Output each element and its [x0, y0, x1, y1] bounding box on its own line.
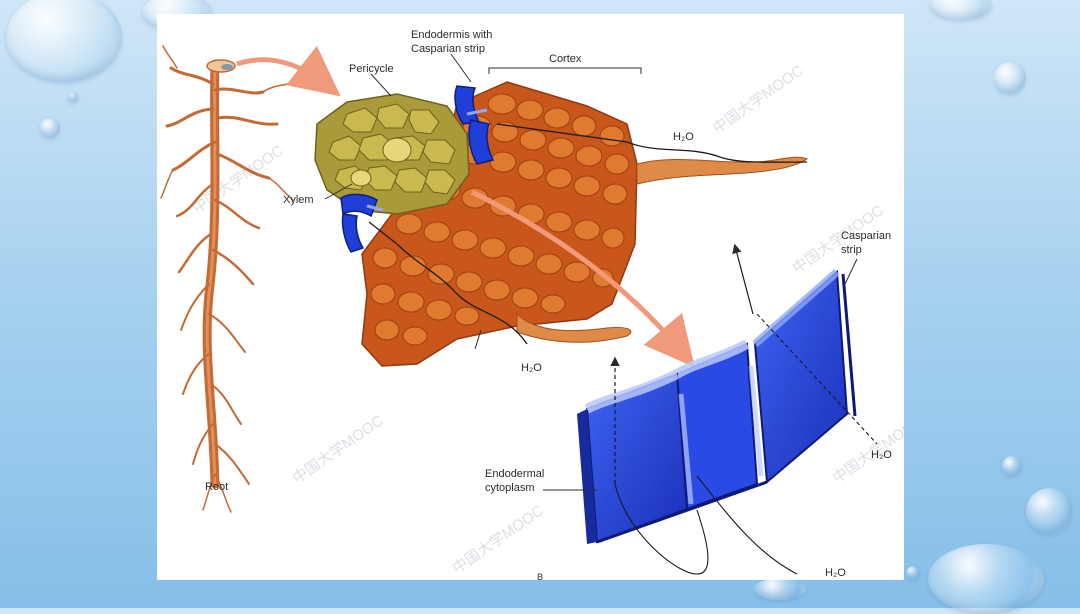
water-drop-icon: [754, 578, 806, 600]
water-drop-icon: [68, 92, 78, 102]
zoom-arrow: [236, 45, 341, 97]
panel-letter: B: [537, 572, 543, 580]
cortex-tissue: [361, 81, 808, 367]
watermark-text: 中国大学MOOC: [450, 502, 547, 577]
endodermis-label-line1: Endodermis with: [411, 29, 492, 41]
root-illustration: [160, 45, 296, 513]
endodermis-cells: [340, 85, 495, 253]
water-drop-icon: [906, 566, 920, 580]
watermark-text: 中国大学MOOC: [710, 62, 807, 137]
watermark-text: 中国大学MOOC: [290, 412, 387, 487]
water-path-right: [756, 313, 878, 445]
water-label-bottom: H₂O: [825, 567, 846, 579]
casparian-strip-label-line1: Casparian: [841, 230, 891, 242]
water-label-right: H₂O: [871, 449, 892, 461]
water-path-lower: [696, 475, 798, 575]
water-path-loop: [614, 483, 709, 575]
water-drop-icon: [6, 0, 122, 82]
water-drop-icon: [994, 62, 1026, 94]
endodermal-cells-3d: [577, 268, 857, 544]
stele-tissue: [314, 93, 470, 215]
arrow-up-right: [732, 243, 754, 315]
root-label: Root: [205, 481, 228, 493]
cytoplasm-label-line1: Endodermal: [485, 468, 544, 480]
endodermis-label-line2: Casparian strip: [411, 43, 485, 55]
water-label-mid: H₂O: [521, 362, 542, 374]
detail-zoom-arrow: [470, 189, 695, 368]
water-label-top: H₂O: [673, 131, 694, 143]
water-drop-icon: [1026, 488, 1072, 534]
water-path-top: [496, 123, 808, 163]
cytoplasm-label-line2: cytoplasm: [485, 482, 535, 494]
water-drop-icon: [930, 0, 992, 20]
water-path-bottom: [368, 221, 528, 345]
cortex-label: Cortex: [549, 53, 582, 65]
watermark-text: 中国大学MOOC: [830, 412, 904, 487]
root-water-pathway-diagram: 中国大学MOOC 中国大学MOOC 中国大学MOOC 中国大学MOOC 中国大学…: [160, 29, 904, 580]
root-stele-dot: [221, 64, 233, 70]
water-drop-icon: [40, 118, 60, 138]
xylem-label: Xylem: [283, 194, 314, 206]
water-drop-icon: [928, 544, 1044, 614]
casparian-strip-label-line2: strip: [841, 244, 862, 256]
leader-lines: [324, 53, 858, 491]
pericycle-label: Pericycle: [349, 63, 394, 75]
diagram-panel: 中国大学MOOC 中国大学MOOC 中国大学MOOC 中国大学MOOC 中国大学…: [157, 14, 904, 580]
water-drop-icon: [1002, 456, 1022, 476]
